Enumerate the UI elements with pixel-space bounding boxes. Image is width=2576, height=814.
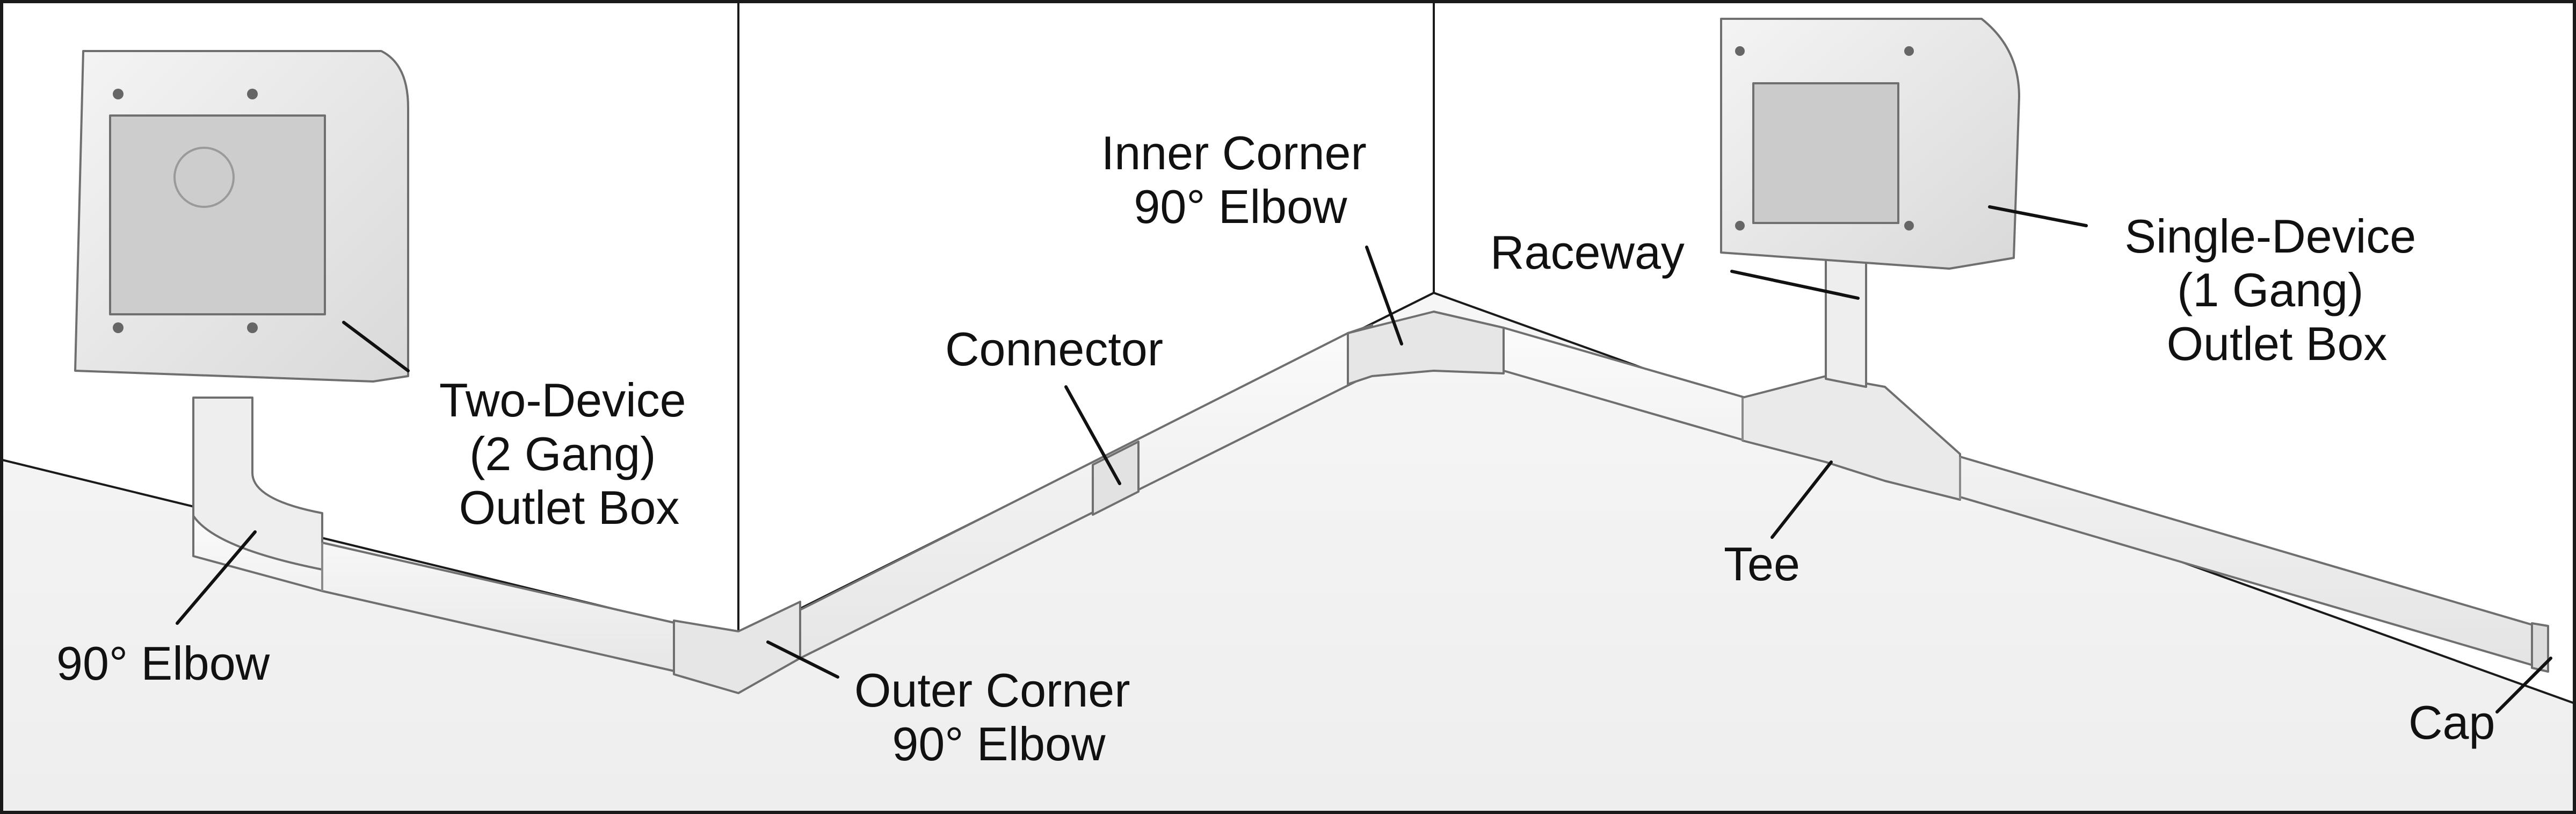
inner-corner-label-line1: Inner Corner	[1101, 126, 1367, 179]
leader-elbow-90	[176, 530, 257, 625]
leader-inner-corner	[1365, 246, 1403, 345]
inner-corner-label: Inner Corner 90° Elbow	[1101, 126, 1380, 233]
box-interior	[109, 114, 326, 315]
elbow-90-label: 90° Elbow	[56, 637, 270, 690]
connector-label: Connector	[945, 322, 1163, 376]
leader-cap	[2495, 657, 2552, 714]
single-device-box-label-line1: Single-Device	[2124, 210, 2416, 263]
raceway-label: Raceway	[1490, 226, 1685, 279]
single-device-outlet-box	[1720, 18, 2020, 270]
outer-corner-label-line2: 90° Elbow	[892, 717, 1106, 770]
two-device-box-label: Two-Device (2 Gang) Outlet Box	[439, 373, 699, 534]
two-device-box-label-line3: Outlet Box	[459, 481, 680, 534]
tee-label: Tee	[1724, 537, 1800, 590]
leader-connector	[1064, 385, 1121, 485]
single-device-box-label-line2: (1 Gang)	[2177, 263, 2363, 316]
mounting-hole	[1904, 46, 1914, 56]
knockout	[173, 147, 235, 208]
mounting-hole	[113, 89, 124, 99]
box-interior	[1752, 82, 1899, 224]
mounting-hole	[247, 89, 258, 99]
mounting-hole	[1904, 221, 1914, 230]
leader-lines	[176, 205, 2552, 714]
leader-two-device-box	[342, 321, 410, 372]
inner-corner-fitting	[1347, 311, 1505, 385]
outer-corner-label-line1: Outer Corner	[854, 664, 1130, 717]
raceway-run	[192, 251, 2549, 694]
inner-corner-label-line2: 90° Elbow	[1134, 180, 1347, 233]
leader-tee	[1770, 460, 1833, 539]
two-device-outlet-box	[74, 50, 409, 383]
outer-corner-label: Outer Corner 90° Elbow	[854, 664, 1143, 770]
mounting-hole	[113, 322, 124, 333]
cap-label: Cap	[2408, 696, 2495, 749]
floor-area	[0, 293, 2576, 814]
leader-outer-corner	[766, 640, 839, 679]
leader-single-device-box	[1988, 205, 2088, 227]
labels: Two-Device (2 Gang) Outlet Box 90° Elbow…	[56, 126, 2495, 770]
mounting-hole	[247, 322, 258, 333]
leader-raceway	[1730, 270, 1860, 300]
mounting-hole	[1735, 46, 1745, 56]
mounting-hole	[1735, 221, 1745, 230]
two-device-box-label-line1: Two-Device	[439, 373, 686, 427]
raceway-vertical	[1825, 251, 1867, 388]
single-device-box-label: Single-Device (1 Gang) Outlet Box	[2124, 210, 2429, 370]
cap-fitting	[2531, 622, 2549, 673]
single-device-box-label-line3: Outlet Box	[2167, 317, 2388, 370]
two-device-box-label-line2: (2 Gang)	[469, 427, 656, 480]
